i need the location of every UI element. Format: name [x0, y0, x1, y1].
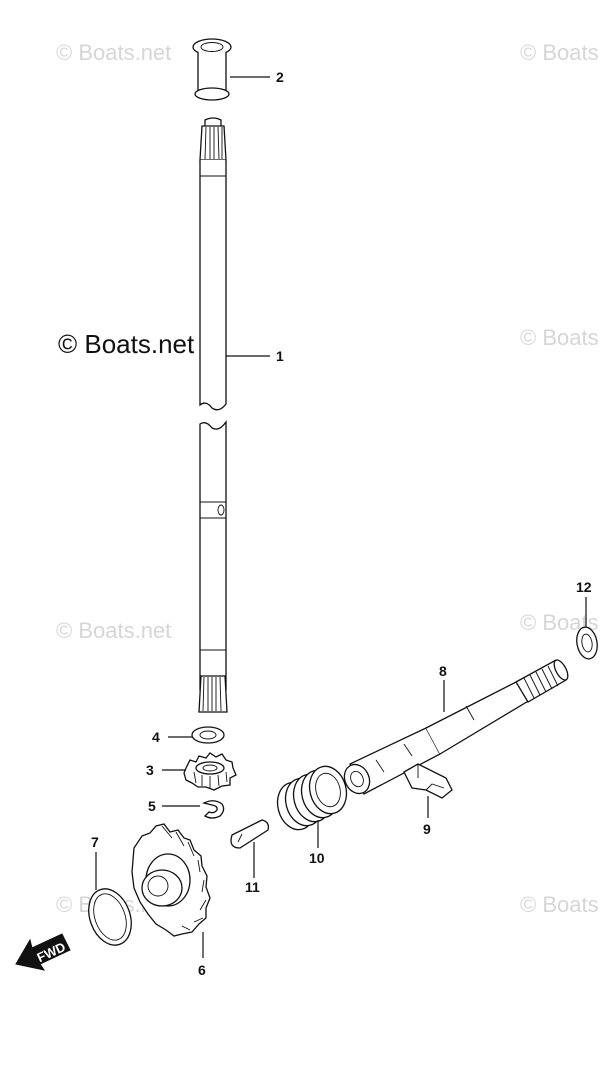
washer-part-4 [191, 726, 225, 744]
callout-6: 6 [198, 962, 206, 978]
callout-4: 4 [152, 729, 160, 745]
watermark: © Boats.net [520, 40, 600, 65]
cam-part-9 [403, 763, 453, 799]
callout-8: 8 [439, 663, 447, 679]
callout-9: 9 [423, 821, 431, 837]
spring-part-10 [276, 765, 348, 831]
bevel-gear-part-6 [131, 823, 211, 937]
callout-7: 7 [91, 834, 99, 850]
drive-shaft-part-1 [198, 117, 228, 713]
watermark: © Boats.net [520, 892, 600, 917]
callout-2: 2 [276, 69, 284, 85]
pin-part-11 [230, 819, 270, 849]
watermark: © Boats.net [56, 40, 171, 65]
callout-10: 10 [309, 850, 325, 866]
callout-1: 1 [276, 348, 284, 364]
callout-11: 11 [245, 879, 260, 895]
watermark-main: © Boats.net [58, 329, 195, 359]
pinion-gear-part-3 [183, 752, 237, 791]
callout-12: 12 [576, 579, 592, 595]
e-clip-part-5 [202, 800, 225, 819]
washer-part-12 [576, 626, 598, 660]
shift-shaft-part-8 [343, 659, 569, 795]
callout-5: 5 [148, 798, 156, 814]
fwd-label: FWD [35, 939, 68, 965]
shim-ring-part-7 [88, 888, 132, 946]
watermark: © Boats.net [520, 325, 600, 350]
watermark: © Boats.net [56, 618, 171, 643]
callout-3: 3 [146, 762, 154, 778]
fwd-arrow-icon: FWD [15, 933, 71, 971]
bushing-part-2 [192, 38, 232, 101]
